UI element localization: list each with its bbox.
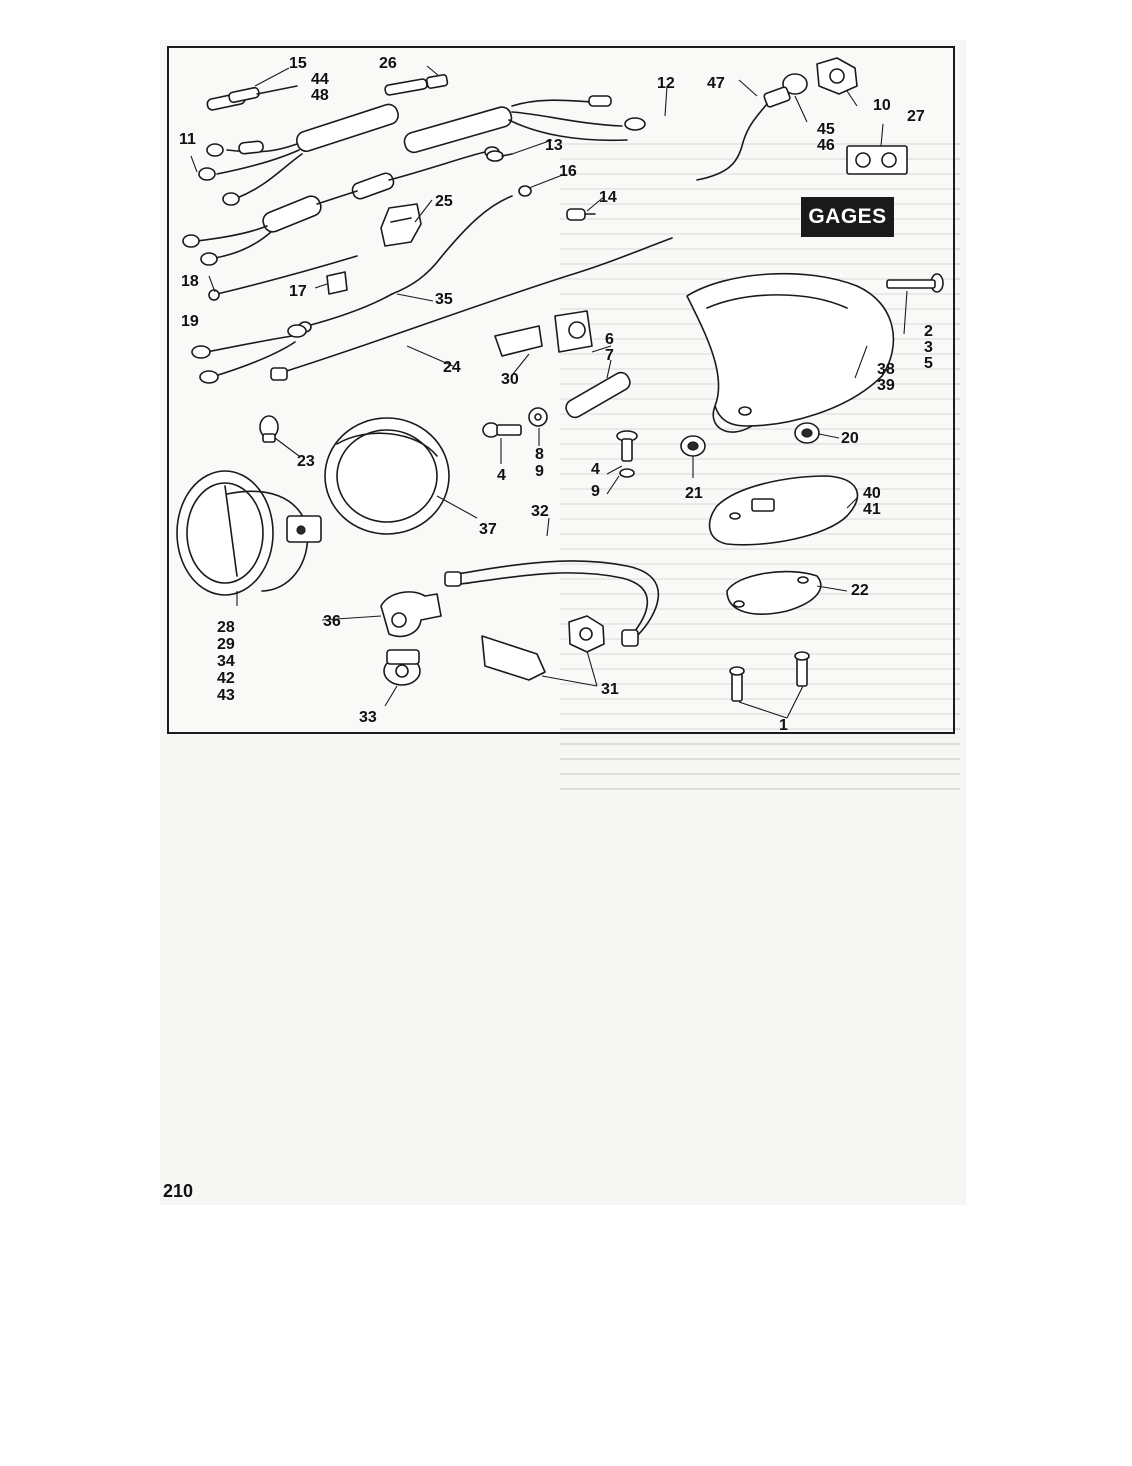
callout-39: 39 xyxy=(877,377,895,394)
callout-36: 36 xyxy=(323,613,341,630)
callout-25: 25 xyxy=(435,193,453,210)
callout-9b: 9 xyxy=(591,483,600,500)
callout-4b: 4 xyxy=(591,461,600,478)
callout-43: 43 xyxy=(217,687,235,704)
gage-housing-38-39 xyxy=(686,272,895,433)
callout-33: 33 xyxy=(359,709,377,726)
bolts-1 xyxy=(729,651,810,702)
callout-29: 29 xyxy=(217,636,235,653)
callout-15: 15 xyxy=(289,55,307,72)
callout-3: 3 xyxy=(924,339,933,356)
clip-17 xyxy=(326,271,348,295)
nut-10 xyxy=(816,57,858,95)
callout-41: 41 xyxy=(863,501,881,518)
callout-28: 28 xyxy=(217,619,235,636)
grommet-20 xyxy=(794,422,820,444)
callout-9a: 9 xyxy=(535,463,544,480)
callout-1: 1 xyxy=(779,717,788,734)
callout-19: 19 xyxy=(181,313,199,330)
callout-26: 26 xyxy=(379,55,397,72)
callout-35: 35 xyxy=(435,291,453,308)
bracket-40-41 xyxy=(708,475,859,546)
wiring-harness-upper xyxy=(198,85,399,206)
section-badge: GAGES xyxy=(801,197,894,237)
terminal-13 xyxy=(486,150,513,162)
callout-2: 2 xyxy=(924,323,933,340)
fitting-33 xyxy=(383,649,421,686)
callout-17: 17 xyxy=(289,283,307,300)
callout-48: 48 xyxy=(311,87,329,104)
callout-44: 44 xyxy=(311,71,329,88)
callout-30: 30 xyxy=(501,371,519,388)
wire-35-16 xyxy=(298,185,532,333)
elbow-36 xyxy=(380,591,442,638)
screw-2-3-5 xyxy=(886,273,944,293)
wiring-harness-lower xyxy=(182,146,500,266)
page-number: 210 xyxy=(163,1181,194,1201)
callout-47: 47 xyxy=(707,75,725,92)
fitting-45-46-47 xyxy=(696,73,808,181)
bracket-30 xyxy=(494,310,593,357)
bleed-through-table xyxy=(560,130,960,800)
callout-14: 14 xyxy=(599,189,617,206)
terminal-plate-27 xyxy=(846,145,908,175)
callout-12: 12 xyxy=(657,75,675,92)
callout-10: 10 xyxy=(873,97,891,114)
callout-22: 22 xyxy=(851,582,869,599)
callout-37: 37 xyxy=(479,521,497,538)
callout-21: 21 xyxy=(685,485,703,502)
callout-16: 16 xyxy=(559,163,577,180)
screw-4-lower xyxy=(616,430,638,478)
screw-4-upper xyxy=(482,422,522,438)
callout-31: 31 xyxy=(601,681,619,698)
callout-38: 38 xyxy=(877,361,895,378)
callout-labels: 15 44 48 26 12 47 10 45 46 27 11 13 16 1… xyxy=(179,55,933,734)
callout-13: 13 xyxy=(545,137,563,154)
callout-40: 40 xyxy=(863,485,881,502)
callout-23: 23 xyxy=(297,453,315,470)
wire-24 xyxy=(191,237,673,384)
connector-14 xyxy=(566,208,596,221)
callout-11: 11 xyxy=(179,131,196,148)
callout-24: 24 xyxy=(443,359,461,376)
callout-18: 18 xyxy=(181,273,199,290)
callout-20: 20 xyxy=(841,430,859,447)
clip-25 xyxy=(380,203,422,247)
wiring-harness-right xyxy=(384,74,646,154)
callout-46: 46 xyxy=(817,137,835,154)
callout-45: 45 xyxy=(817,121,835,138)
callout-34: 34 xyxy=(217,653,235,670)
callout-32: 32 xyxy=(531,503,549,520)
tee-fitting-31 xyxy=(481,615,605,681)
callout-5: 5 xyxy=(924,355,933,372)
lamp-bulb-23 xyxy=(259,415,279,443)
spacer-7 xyxy=(565,371,631,419)
clamp-22 xyxy=(726,570,822,615)
washer-8-9 xyxy=(528,407,548,427)
callout-27: 27 xyxy=(907,108,925,125)
gage-bezel-37 xyxy=(324,417,450,535)
leader-lines xyxy=(190,65,908,719)
callout-4a: 4 xyxy=(497,467,506,484)
callout-42: 42 xyxy=(217,670,235,687)
wire-18-19 xyxy=(208,255,358,301)
oil-line-32 xyxy=(444,560,660,647)
exploded-parts-diagram: 15 44 48 26 12 47 10 45 46 27 11 13 16 1… xyxy=(176,55,944,734)
diagram-frame xyxy=(167,46,955,734)
callout-6: 6 xyxy=(605,331,614,348)
callout-7: 7 xyxy=(605,347,614,364)
callout-8: 8 xyxy=(535,446,544,463)
gage-body-28 xyxy=(176,470,322,596)
